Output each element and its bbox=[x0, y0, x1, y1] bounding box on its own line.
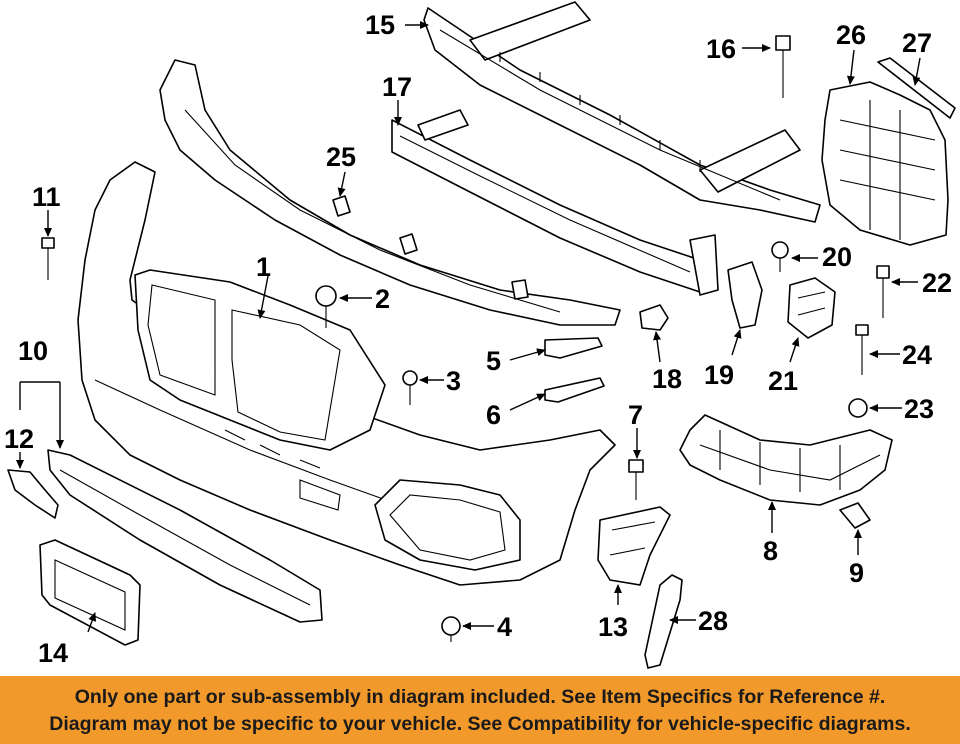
callout-1: 1 bbox=[256, 252, 271, 282]
callout-5: 5 bbox=[486, 346, 501, 376]
upper-reinforcement-bar bbox=[423, 1, 821, 223]
bracket-18 bbox=[639, 304, 669, 331]
parts-diagram: 1 2 3 4 5 6 7 8 9 10 11 12 13 14 15 16 1… bbox=[4, 1, 956, 669]
callout-4: 4 bbox=[497, 612, 512, 642]
lower-trim bbox=[47, 449, 323, 623]
bolt-22 bbox=[876, 265, 890, 318]
license-plate-bracket bbox=[39, 539, 141, 646]
callout-23: 23 bbox=[904, 394, 934, 424]
upper-support-bracket bbox=[159, 59, 621, 326]
callout-2: 2 bbox=[375, 284, 390, 314]
callout-18: 18 bbox=[652, 364, 682, 394]
callout-12: 12 bbox=[4, 424, 34, 454]
callout-20: 20 bbox=[822, 242, 852, 272]
callout-14: 14 bbox=[38, 638, 68, 668]
bolt-16 bbox=[775, 35, 791, 98]
callout-28: 28 bbox=[698, 606, 728, 636]
callout-9: 9 bbox=[849, 558, 864, 588]
screw-2 bbox=[315, 285, 337, 328]
bolt-11 bbox=[41, 237, 55, 280]
disclaimer-line-1: Only one part or sub-assembly in diagram… bbox=[74, 686, 886, 708]
callout-13: 13 bbox=[598, 612, 628, 642]
callout-3: 3 bbox=[446, 366, 461, 396]
disclaimer-banner: Only one part or sub-assembly in diagram… bbox=[0, 676, 960, 744]
duct-bracket bbox=[597, 506, 671, 586]
leader-lines bbox=[16, 21, 921, 633]
callout-27: 27 bbox=[902, 28, 932, 58]
callout-16: 16 bbox=[706, 34, 736, 64]
bracket-19 bbox=[727, 261, 763, 329]
callout-21: 21 bbox=[768, 366, 798, 396]
bolt-24 bbox=[855, 324, 869, 375]
screw-4 bbox=[441, 616, 461, 642]
callout-19: 19 bbox=[704, 360, 734, 390]
callout-8: 8 bbox=[763, 536, 778, 566]
screw-20 bbox=[771, 241, 789, 272]
callout-10: 10 bbox=[18, 336, 48, 366]
seal-strip bbox=[877, 57, 956, 119]
callout-22: 22 bbox=[922, 268, 952, 298]
callout-15: 15 bbox=[365, 10, 395, 40]
bracket-21 bbox=[787, 277, 836, 339]
impact-bar bbox=[391, 109, 719, 296]
callout-24: 24 bbox=[902, 340, 932, 370]
callout-25: 25 bbox=[326, 142, 356, 172]
screw-23 bbox=[848, 398, 868, 418]
side-trim-strip bbox=[644, 574, 683, 669]
left-trim-piece bbox=[7, 469, 59, 519]
clip-9 bbox=[839, 502, 871, 529]
bracket-5 bbox=[544, 337, 603, 359]
bracket-6 bbox=[544, 377, 605, 403]
callout-26: 26 bbox=[836, 20, 866, 50]
side-bracket bbox=[821, 81, 949, 246]
bolt-7 bbox=[628, 459, 644, 500]
screw-3 bbox=[402, 370, 418, 405]
callout-7: 7 bbox=[628, 400, 643, 430]
callout-17: 17 bbox=[382, 72, 412, 102]
lower-support bbox=[679, 414, 893, 506]
callout-11: 11 bbox=[32, 182, 61, 212]
callout-6: 6 bbox=[486, 400, 501, 430]
disclaimer-line-2: Diagram may not be specific to your vehi… bbox=[49, 713, 911, 735]
bumper-cover bbox=[77, 161, 616, 586]
